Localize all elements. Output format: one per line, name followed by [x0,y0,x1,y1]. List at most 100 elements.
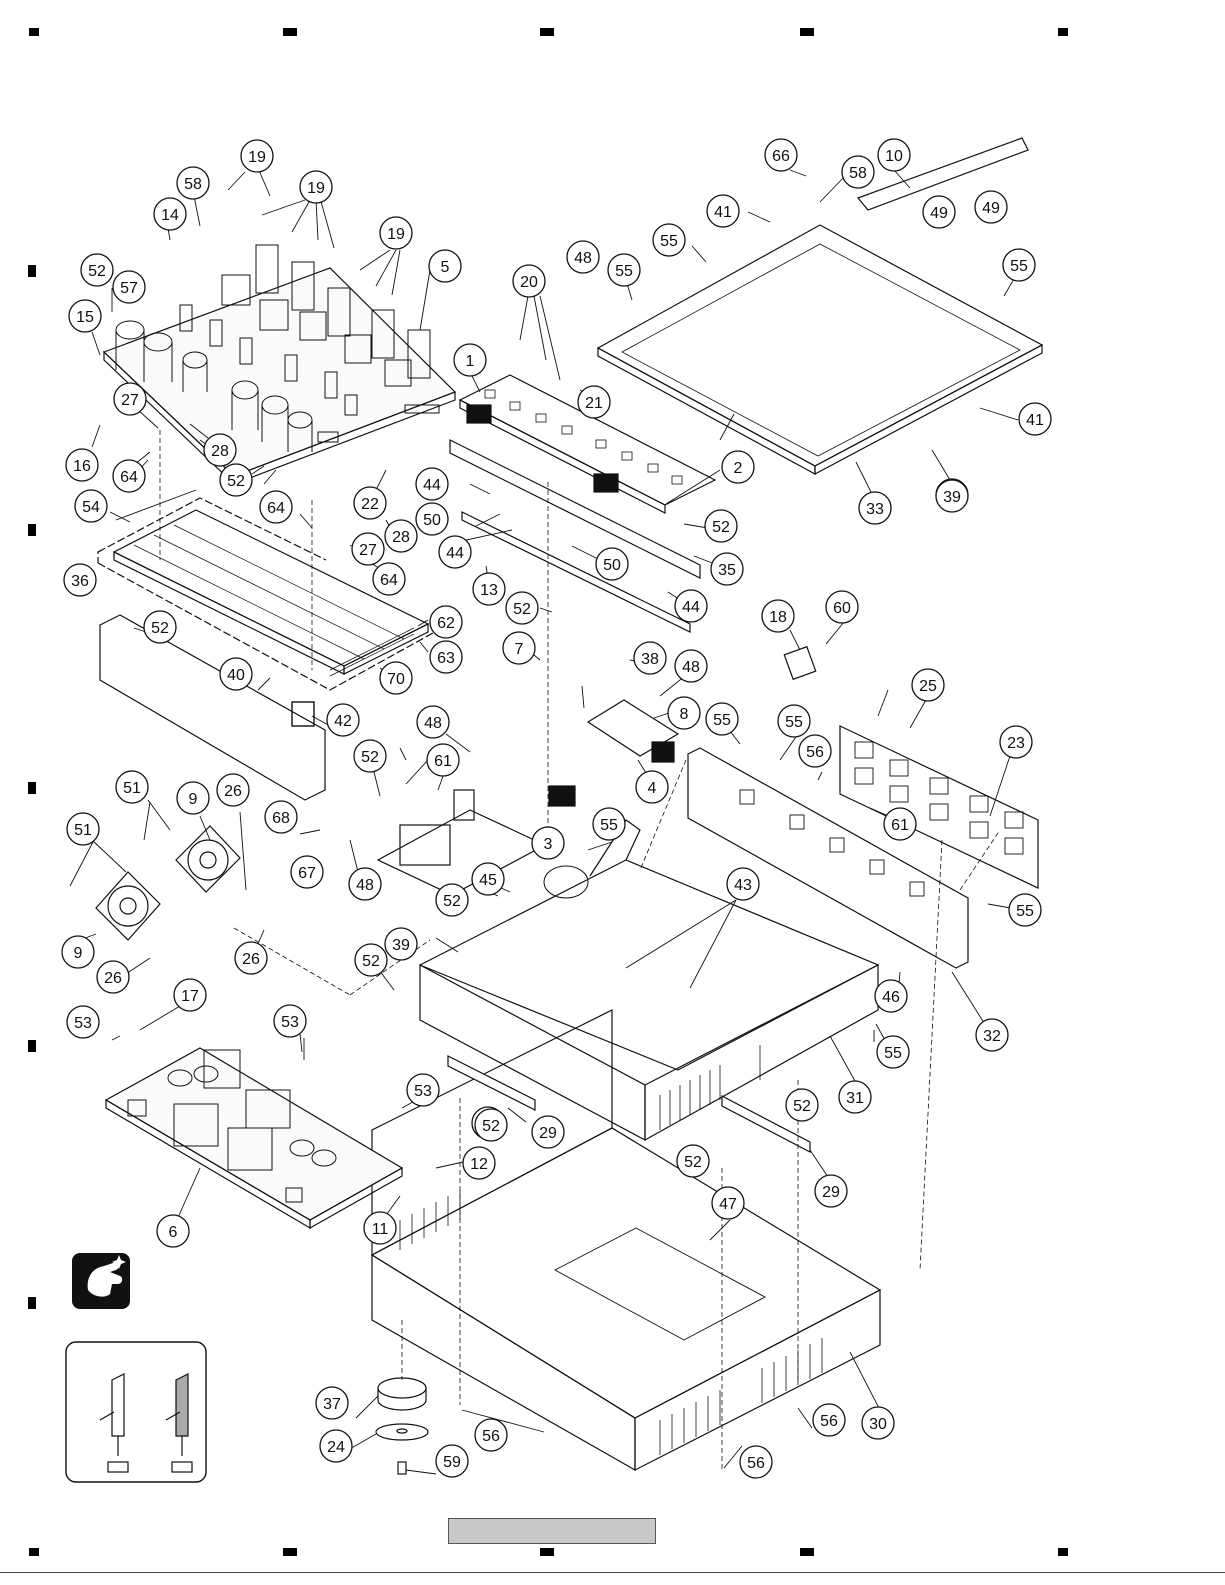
callout-circle [438,535,472,569]
callout-number: 39 [392,937,410,954]
callout-number: 44 [446,545,464,562]
callout-number: 55 [660,233,678,250]
callout-40: 40 [219,657,253,691]
callout-circle [531,1115,565,1149]
callout-number: 52 [443,893,461,910]
callout-31: 31 [838,1080,872,1114]
callout-circle [176,781,210,815]
callout-48: 48 [566,240,600,274]
callout-2: 2 [721,450,755,484]
grid-mark [1058,1548,1068,1556]
callout-43: 43 [726,867,760,901]
callout-number: 6 [169,1224,178,1241]
callout-number: 15 [76,309,94,326]
callout-circle [351,532,385,566]
connector-pcb [449,374,717,633]
callout-53: 53 [406,1073,440,1107]
callout-circle [595,547,629,581]
callout-41: 41 [1018,402,1052,436]
callout-11: 11 [363,1211,397,1245]
callout-number: 42 [334,713,352,730]
callout-29: 29 [531,1115,565,1149]
callout-number: 28 [211,443,229,460]
callout-number: 64 [380,572,398,589]
callout-circle [975,1018,1009,1052]
callout-circle [502,631,536,665]
callout-circle [203,433,237,467]
grid-mark [29,28,39,36]
grid-mark [28,1297,36,1309]
callout-19: 19 [379,216,413,250]
callout-10: 10 [877,138,911,172]
callout-number: 31 [846,1090,864,1107]
callout-circle [428,249,462,283]
callout-number: 26 [224,783,242,800]
callout-number: 21 [585,395,603,412]
callout-45: 45 [471,862,505,896]
top-cover [596,137,1044,476]
callout-circle [1018,402,1052,436]
callout-18: 18 [761,599,795,633]
callout-64: 64 [112,459,146,493]
callout-number: 56 [820,1413,838,1430]
inner-panel [687,747,969,969]
callout-39: 39 [384,927,418,961]
callout-number: 55 [615,263,633,280]
callout-number: 20 [520,274,538,291]
callout-55: 55 [777,704,811,738]
grid-mark [1058,28,1068,36]
callout-number: 32 [983,1028,1001,1045]
callout-51: 51 [115,770,149,804]
callout-circle [112,459,146,493]
callout-circle [80,253,114,287]
transformer-pcb [376,789,547,896]
callout-circle [825,590,859,624]
callout-number: 52 [361,749,379,766]
callout-circle [429,640,463,674]
callout-circle [777,704,811,738]
callout-number: 55 [1010,258,1028,275]
callout-circle [726,867,760,901]
callout-number: 52 [712,519,730,536]
callout-4: 4 [635,770,669,804]
callout-44: 44 [438,535,472,569]
callout-circle [711,1186,745,1220]
callout-26: 26 [216,773,250,807]
callout-circle [877,138,911,172]
grid-mark [800,28,814,36]
callout-42: 42 [326,703,360,737]
callout-61: 61 [883,807,917,841]
callout-circle [61,935,95,969]
callout-number: 40 [227,667,245,684]
callout-number: 3 [544,836,553,853]
callout-circle [353,486,387,520]
grid-mark [28,782,36,794]
callout-66: 66 [764,138,798,172]
callout-circle [176,166,210,200]
callout-number: 33 [866,501,884,518]
callout-number: 13 [480,582,498,599]
callout-9: 9 [61,935,95,969]
callout-28: 28 [203,433,237,467]
callout-48: 48 [416,705,450,739]
callout-number: 9 [74,945,83,962]
callout-27: 27 [351,532,385,566]
callout-number: 55 [1016,903,1034,920]
callout-number: 27 [121,392,139,409]
callout-number: 44 [423,477,441,494]
callout-circle [474,1108,508,1142]
callout-number: 24 [327,1439,345,1456]
callout-circle [505,591,539,625]
callout-number: 9 [189,791,198,808]
callout-52: 52 [143,610,177,644]
callout-circle [415,467,449,501]
callout-circle [607,253,641,287]
callout-circle [348,867,382,901]
callout-circle [372,562,406,596]
callout-number: 17 [181,988,199,1005]
callout-circle [471,862,505,896]
callout-56: 56 [474,1418,508,1452]
callout-52: 52 [505,591,539,625]
callout-circle [240,139,274,173]
